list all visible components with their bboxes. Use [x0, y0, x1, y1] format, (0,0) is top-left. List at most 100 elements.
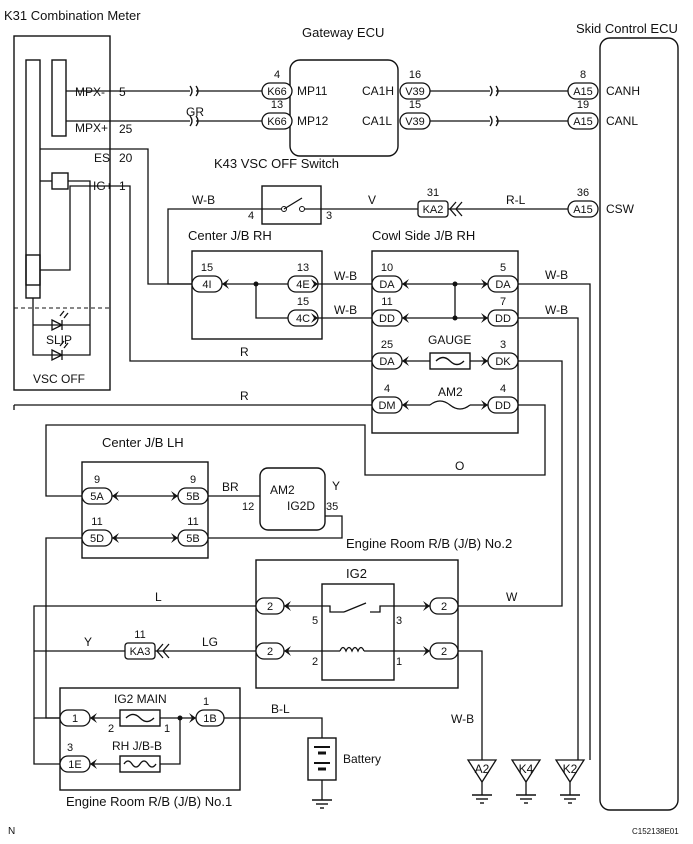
- pin-num: 15: [297, 296, 309, 308]
- meter-pin-label: MPX-: [75, 85, 105, 99]
- pin-num: 13: [271, 99, 283, 111]
- wire-color: Y: [84, 635, 92, 649]
- pin-num: 11: [381, 296, 392, 308]
- conn-name: DM: [378, 400, 395, 412]
- skid-ecu-title: Skid Control ECU: [576, 21, 678, 36]
- wire-color: W: [506, 590, 518, 604]
- vsc-switch-title: K43 VSC OFF Switch: [214, 156, 339, 171]
- conn-name: 5A: [90, 491, 104, 503]
- gateway-pin-label: MP11: [297, 84, 328, 98]
- wire-lines: [13, 85, 591, 800]
- vsc-off-label: VSC OFF: [33, 372, 85, 386]
- gateway-pin-label: MP12: [297, 114, 329, 128]
- ig2-main-title: IG2 MAIN: [114, 692, 167, 706]
- gateway-pin-label: CA1L: [362, 114, 392, 128]
- conn-name: 2: [267, 646, 273, 658]
- pin-num: 2: [108, 723, 114, 735]
- center-jb-lh: [81, 461, 209, 559]
- am2-relay-name: AM2: [270, 483, 295, 497]
- meter-pin-label: MPX+: [75, 121, 108, 135]
- conn-name: 5B: [186, 533, 199, 545]
- gauge-label: GAUGE: [428, 333, 471, 347]
- conn-name: K66: [267, 116, 287, 128]
- ground-k2-label: K2: [563, 762, 578, 776]
- footer-right: C152138E01: [632, 827, 679, 836]
- conn-name: 1E: [68, 759, 81, 771]
- pin-num: 1: [203, 696, 209, 708]
- conn-a15-canl: [567, 112, 599, 130]
- pin-num: 3: [396, 615, 402, 627]
- pin-num: 5: [500, 262, 506, 274]
- combination-meter-title: K31 Combination Meter: [4, 8, 141, 23]
- wire-color: Y: [332, 479, 340, 493]
- pin-num: 11: [91, 516, 102, 528]
- pin-num: 13: [297, 262, 309, 274]
- conn-name: DA: [495, 279, 511, 291]
- conn-4e: [287, 275, 319, 293]
- footer-left: N: [8, 826, 15, 837]
- meter-pin-num: 20: [119, 151, 133, 165]
- gateway-pin-label: CA1H: [362, 84, 394, 98]
- skid-control-ecu: [599, 37, 679, 811]
- center-jb-rh: [191, 250, 323, 340]
- conn-name: 2: [267, 601, 273, 613]
- wire-color: R: [240, 389, 249, 403]
- pin-num: 3: [67, 742, 73, 754]
- cowl-side-jb-rh: [371, 250, 519, 434]
- conn-name: DD: [495, 400, 511, 412]
- ig2-title: IG2: [346, 566, 367, 581]
- ig2-relay-inner: [321, 583, 395, 681]
- conn-name: KA3: [130, 646, 151, 658]
- wire-color: GR: [186, 105, 204, 119]
- ground-icon: [312, 799, 332, 809]
- labels: K31 Combination Meter Gateway ECU Skid C…: [4, 8, 679, 837]
- pin-num: 9: [190, 474, 196, 486]
- pin-num: 25: [381, 339, 393, 351]
- meter-pin-num: 25: [119, 122, 133, 136]
- wire-color: W-B: [334, 269, 357, 283]
- pin-num: 16: [409, 69, 421, 81]
- slip-led-icon: [51, 310, 69, 332]
- pin-num: 4: [384, 383, 390, 395]
- cowl-jb-rh-title: Cowl Side J/B RH: [372, 228, 475, 243]
- wire-color: W-B: [192, 193, 215, 207]
- pin-num: 15: [409, 99, 421, 111]
- skid-pin-label: CSW: [606, 202, 635, 216]
- pin-num: 36: [577, 187, 589, 199]
- conn-v39-a: [399, 82, 431, 100]
- conn-name: V39: [405, 86, 425, 98]
- wire-color: W-B: [451, 712, 474, 726]
- pin-num: 7: [500, 296, 506, 308]
- pin-num: 4: [274, 69, 280, 81]
- conn-name: 5B: [186, 491, 199, 503]
- pin-num: 12: [242, 501, 254, 513]
- am2-fuse-label: AM2: [438, 385, 463, 399]
- meter-pin-label: ES: [94, 151, 110, 165]
- slip-label: SLIP: [46, 333, 72, 347]
- conn-name: 5D: [90, 533, 104, 545]
- conn-name: A15: [573, 116, 593, 128]
- rh-jb-b-fusible-link-icon: [119, 755, 161, 773]
- conn-a15-canh: [567, 82, 599, 100]
- wire-color: W-B: [334, 303, 357, 317]
- wire-color: L: [155, 590, 162, 604]
- pin-num: 3: [326, 210, 332, 222]
- conn-k66-a: [261, 82, 293, 100]
- conn-v39-b: [399, 112, 431, 130]
- conn-name: V39: [405, 116, 425, 128]
- pin-num: 15: [201, 262, 213, 274]
- conn-4c: [287, 309, 319, 327]
- conn-name: DA: [379, 279, 395, 291]
- conn-da-5: [487, 275, 519, 293]
- battery-label: Battery: [343, 752, 381, 766]
- wire-color: B-L: [271, 702, 290, 716]
- wire-color: O: [455, 459, 464, 473]
- conn-dd-4: [487, 396, 519, 414]
- conn-name: 2: [441, 601, 447, 613]
- skid-pin-label: CANL: [606, 114, 638, 128]
- pin-num: 10: [381, 262, 393, 274]
- conn-rb1-1b: [195, 709, 225, 727]
- meter-pin-num: 1: [119, 179, 126, 193]
- conn-name: DK: [495, 356, 511, 368]
- pin-num: 3: [500, 339, 506, 351]
